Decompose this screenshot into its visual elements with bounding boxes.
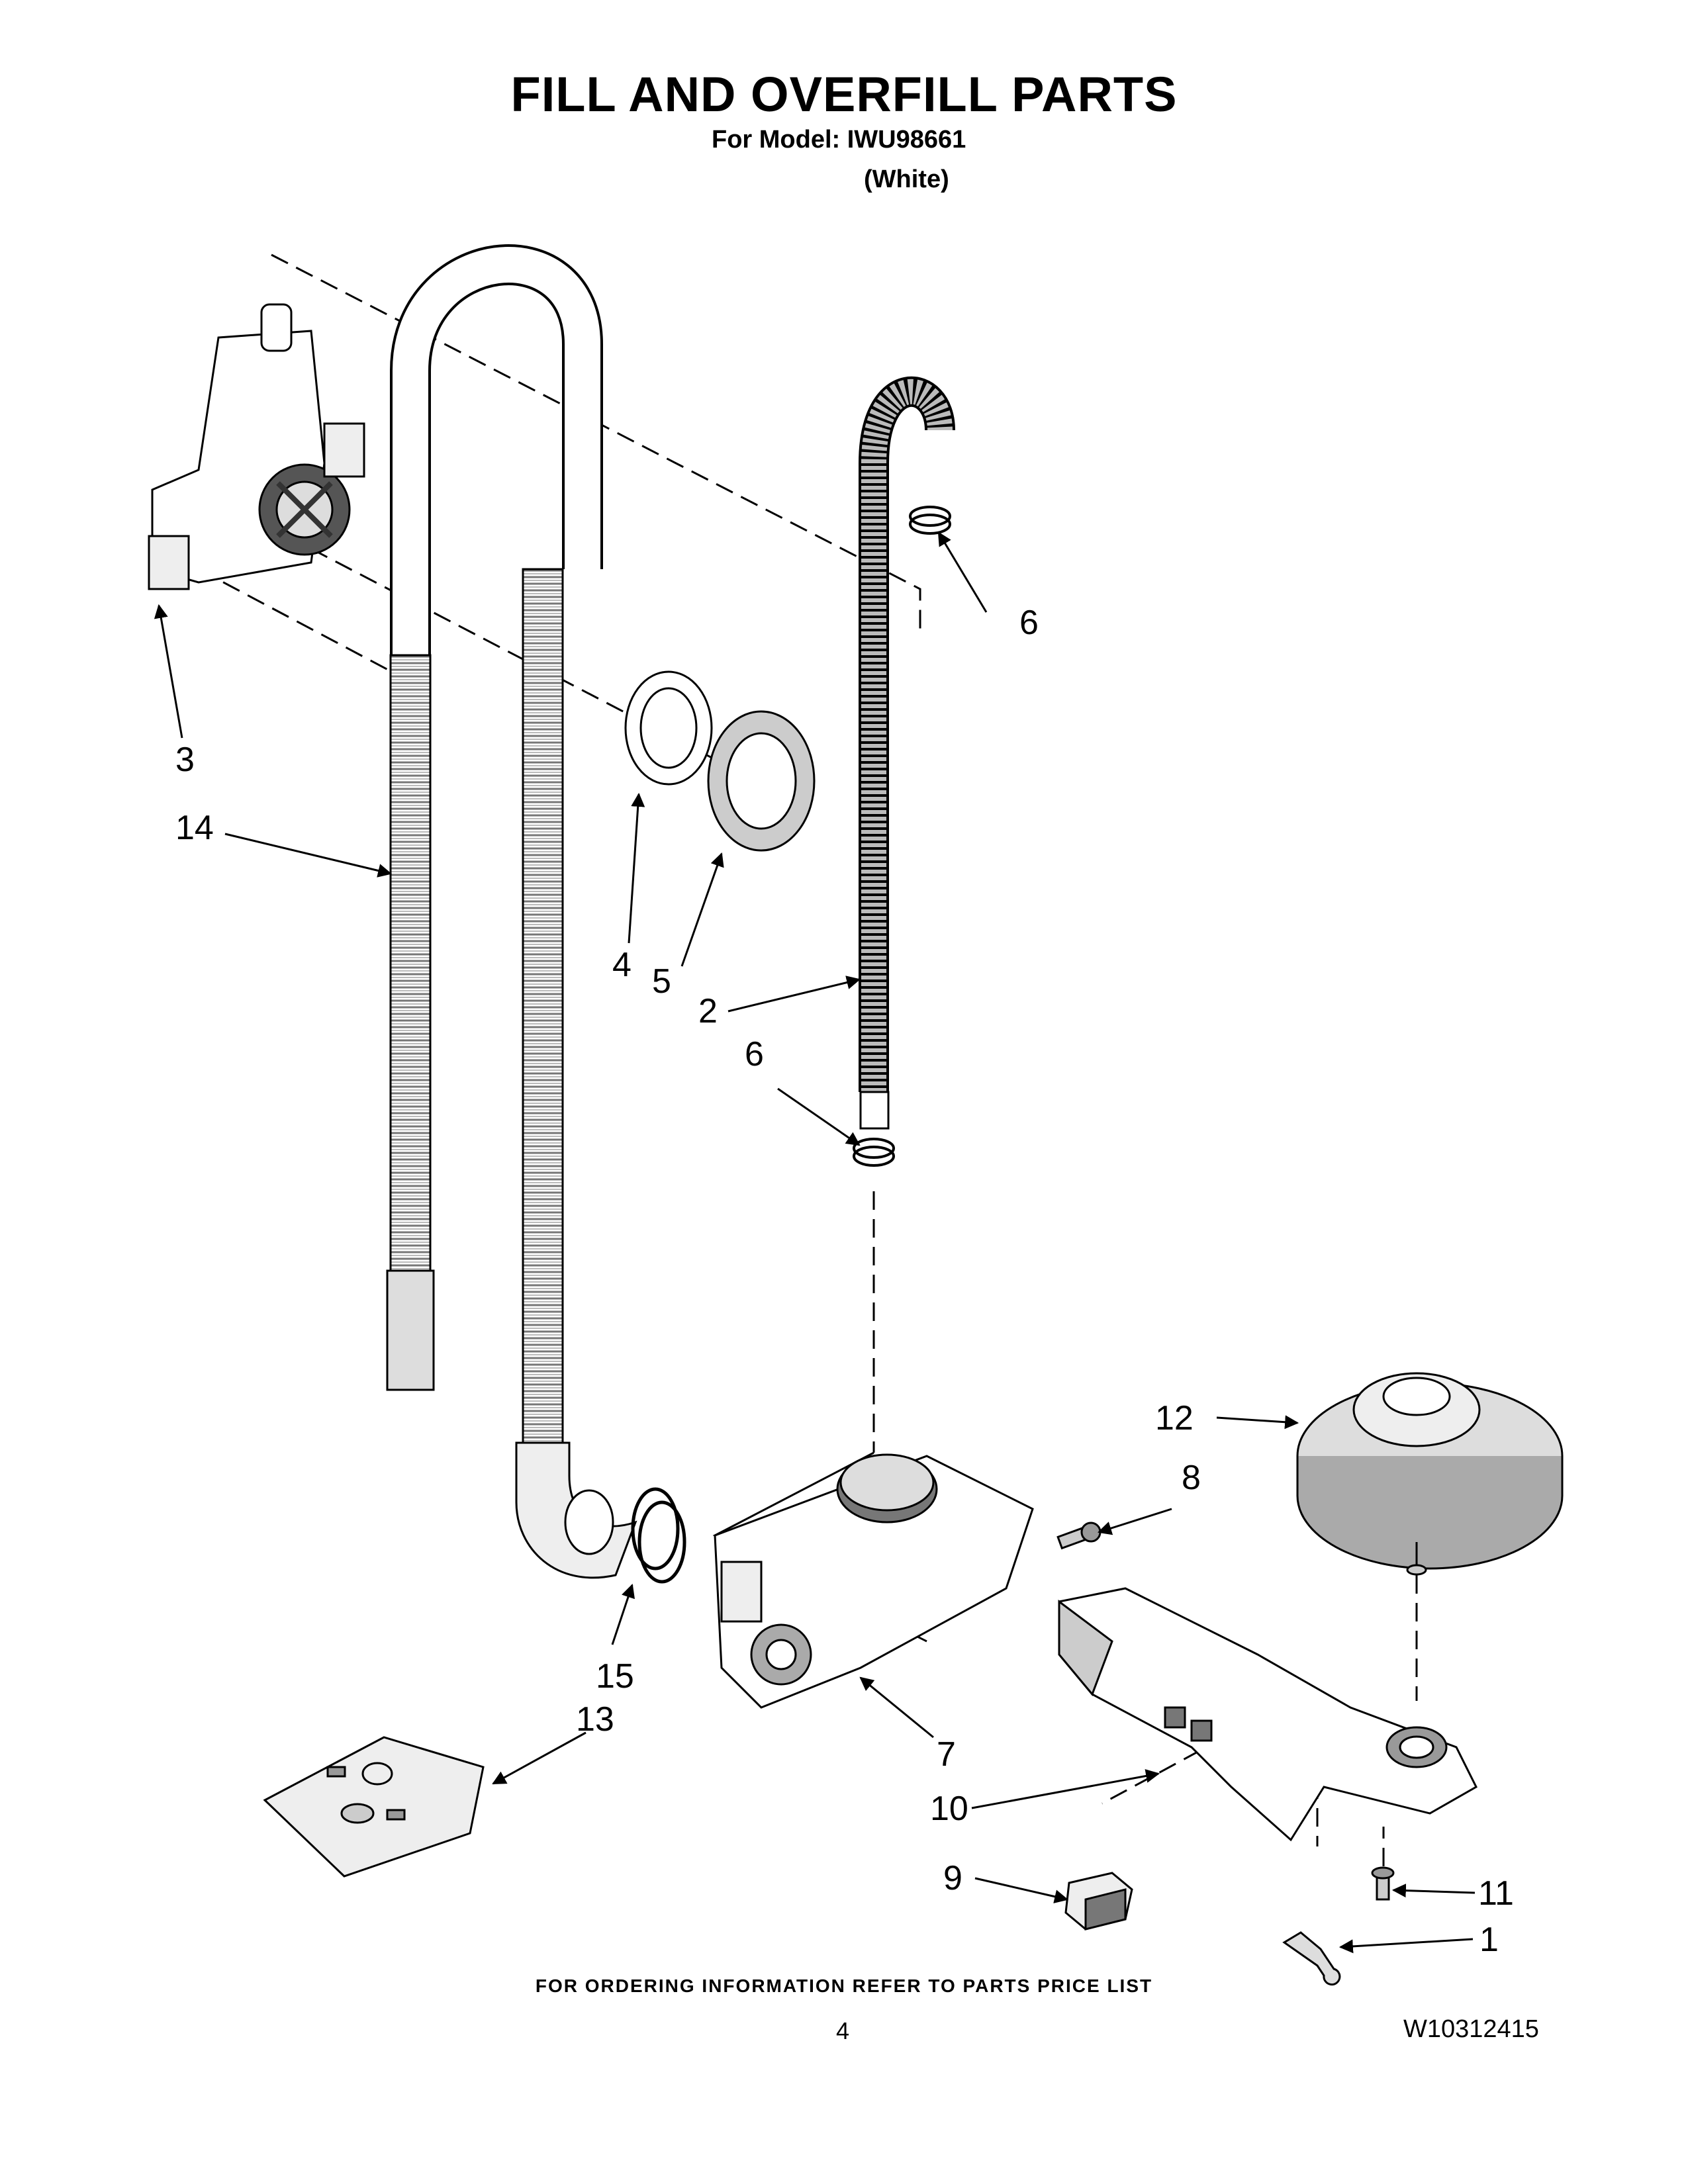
callout-14: 14 xyxy=(175,809,214,847)
callout-1: 1 xyxy=(1479,1921,1499,1959)
callout-9: 9 xyxy=(943,1859,962,1897)
callout-11: 11 xyxy=(1478,1874,1514,1913)
callout-6-lower: 6 xyxy=(745,1035,764,1073)
part-9-switch xyxy=(1064,1872,1133,1931)
part-3-bracket xyxy=(148,303,365,590)
callout-4: 4 xyxy=(612,946,632,984)
model-color-line: (White) xyxy=(864,165,949,193)
callout-8: 8 xyxy=(1182,1459,1201,1497)
document-number: W10312415 xyxy=(1403,2015,1539,2043)
callout-15: 15 xyxy=(596,1657,634,1696)
page-title: FILL AND OVERFILL PARTS xyxy=(510,67,1178,122)
part-12-cap xyxy=(1296,1372,1564,1576)
callout-13: 13 xyxy=(576,1700,614,1739)
part-10-housing xyxy=(1058,1587,1477,1842)
callout-3: 3 xyxy=(175,741,195,779)
callout-labels: 6 3 14 4 5 2 6 12 8 15 13 7 10 9 11 1 xyxy=(175,604,1514,1959)
part-5-nut xyxy=(707,710,816,852)
part-13-hardware-bag xyxy=(263,1736,485,1878)
part-15-hose-clamp xyxy=(631,1487,686,1584)
leader-arrows xyxy=(154,531,1476,1954)
part-4-gasket xyxy=(624,670,713,786)
part-6-hose-clamp-upper xyxy=(909,506,951,535)
model-number-line: For Model: IWU98661 xyxy=(712,126,966,154)
ordering-note: FOR ORDERING INFORMATION REFER TO PARTS … xyxy=(535,1976,1153,1996)
part-14-drain-hose xyxy=(386,244,637,1579)
part-11-screw xyxy=(1371,1866,1395,1901)
part-6-hose-clamp-lower xyxy=(853,1138,895,1167)
callout-10: 10 xyxy=(930,1790,968,1828)
callout-12: 12 xyxy=(1155,1399,1194,1437)
callout-6-upper: 6 xyxy=(1019,604,1039,642)
part-8-screw xyxy=(1056,1522,1102,1550)
part-7-water-valve xyxy=(714,1453,1034,1709)
callout-5: 5 xyxy=(652,962,671,1001)
page-number: 4 xyxy=(836,2017,850,2044)
callout-2: 2 xyxy=(698,992,718,1030)
part-1-lever xyxy=(1282,1931,1341,1986)
callout-7: 7 xyxy=(937,1735,956,1774)
part-2-fill-hose xyxy=(859,376,955,1130)
